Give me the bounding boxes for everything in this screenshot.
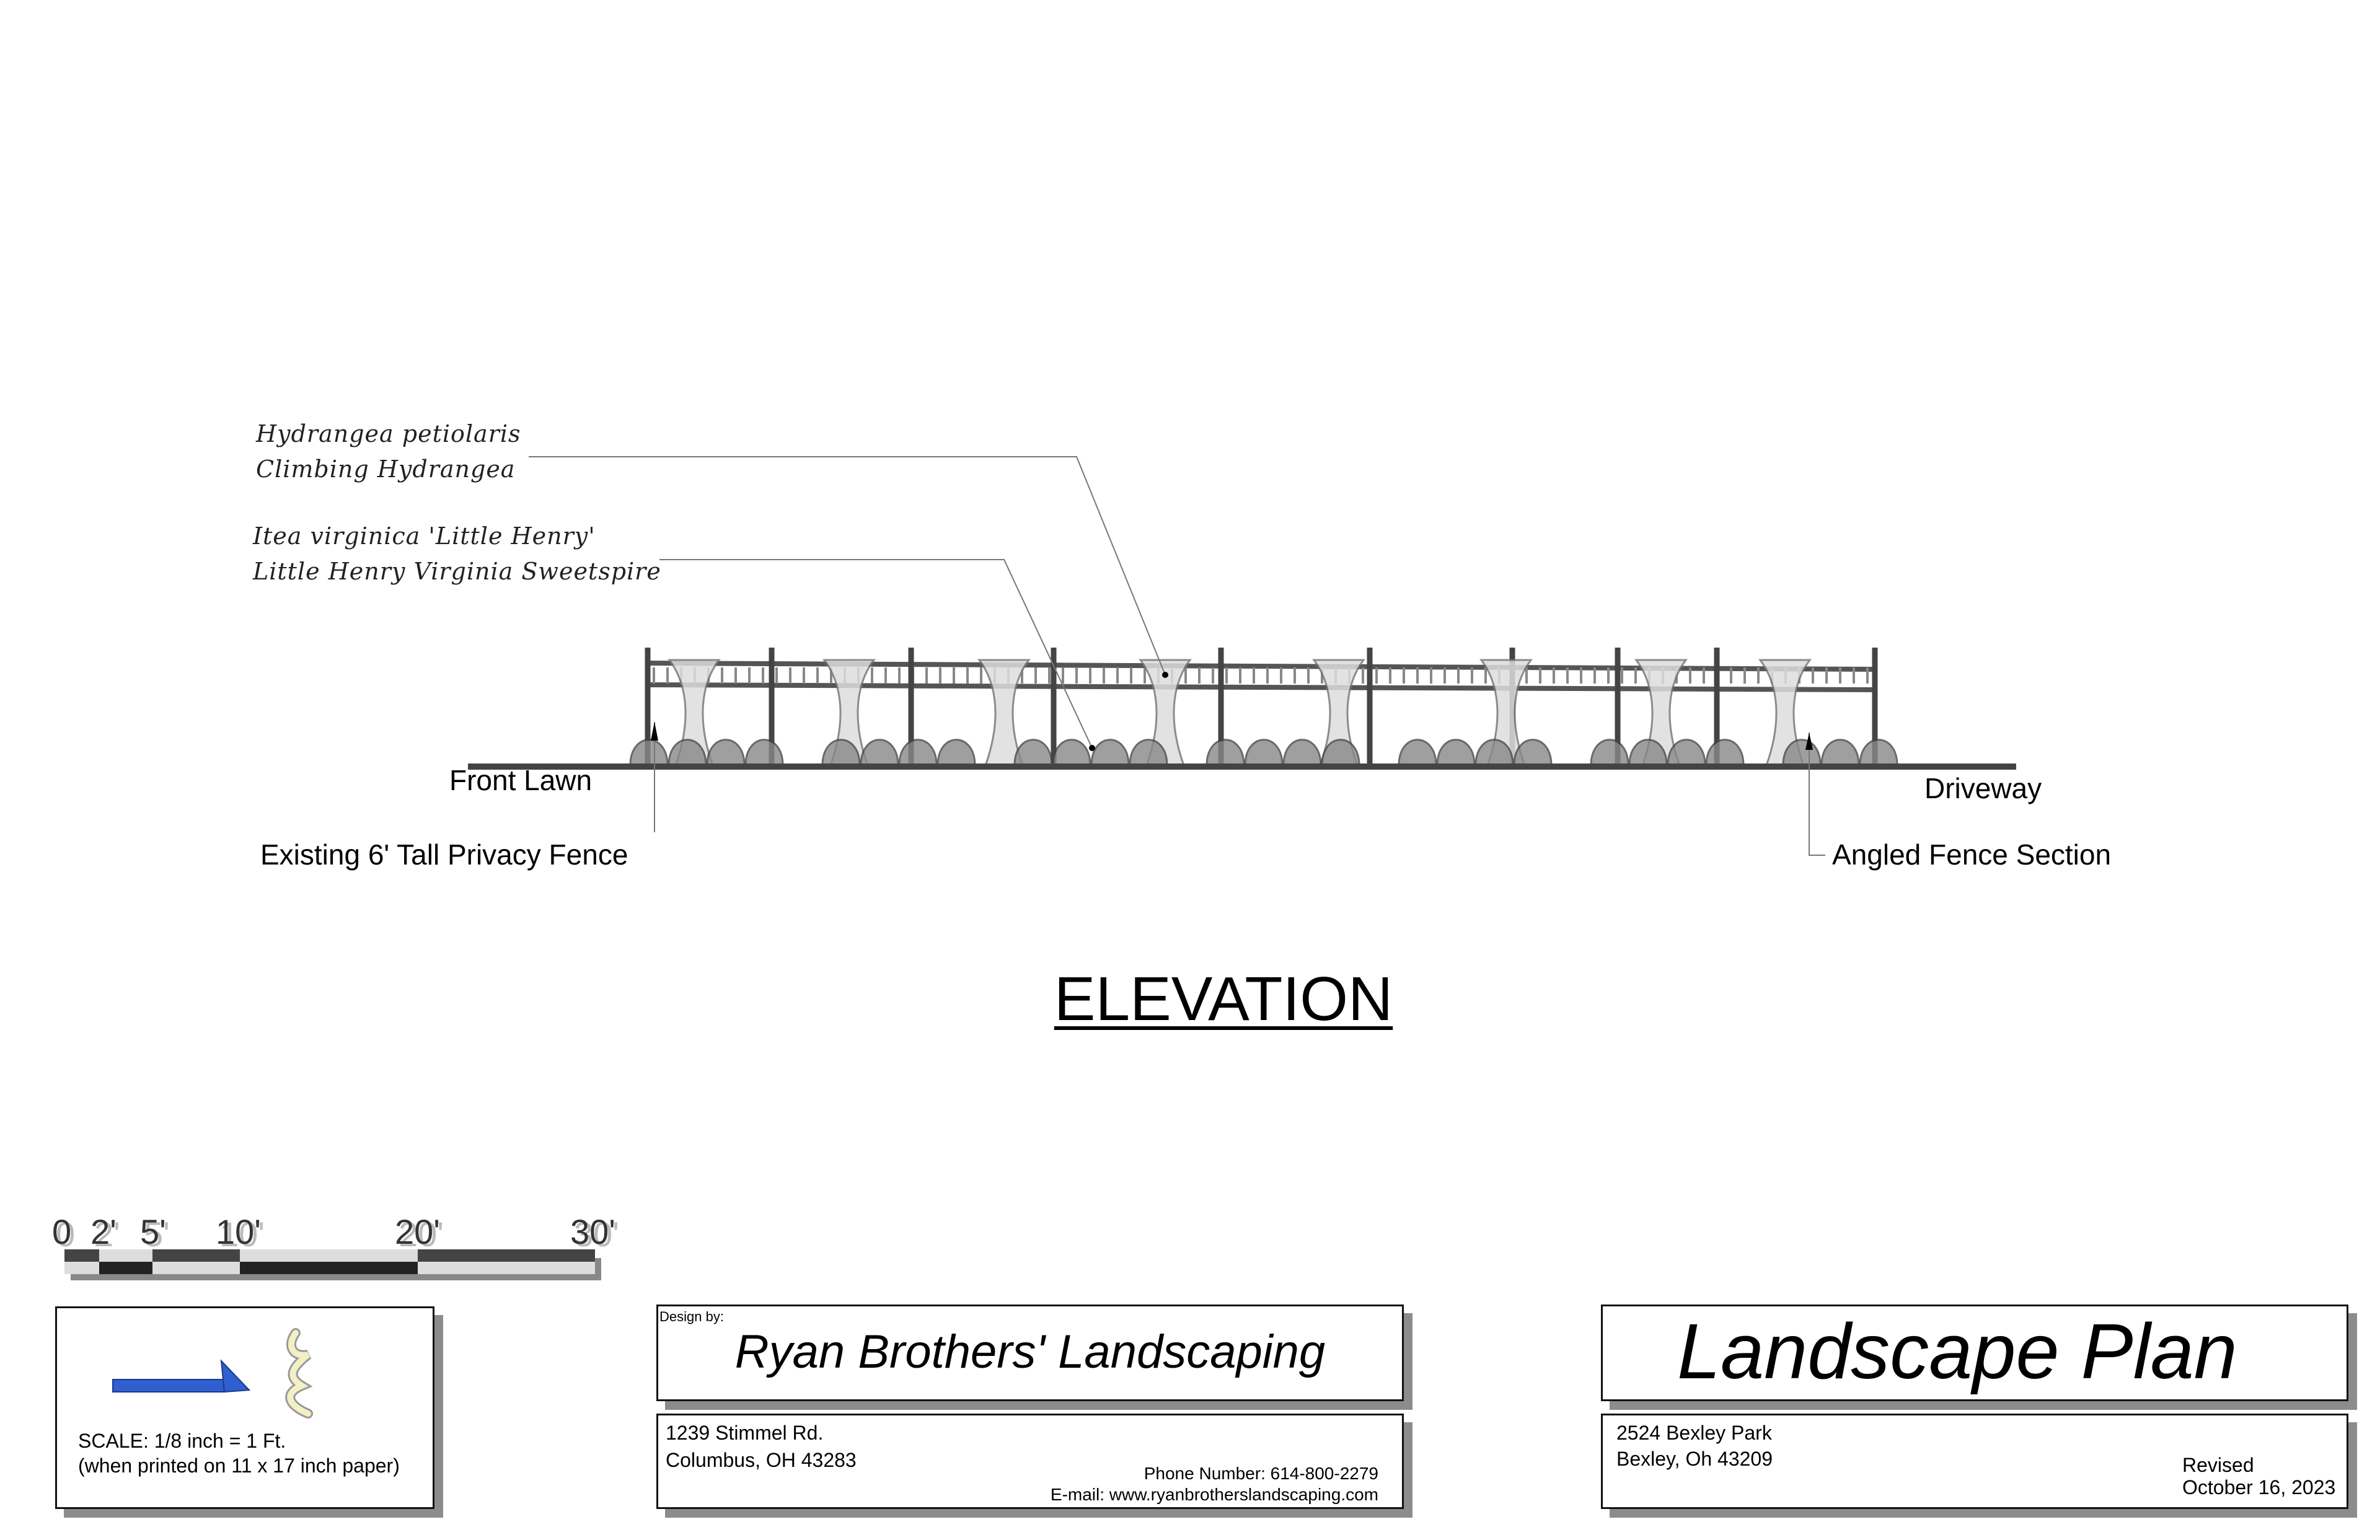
sweetspire-shrub <box>1667 739 1706 767</box>
site-address-line1: 2524 Bexley Park <box>1616 1422 1772 1444</box>
sweetspire-shrub <box>1244 739 1284 767</box>
sweetspire-shrub <box>937 739 976 767</box>
scale-bar <box>64 1249 601 1280</box>
scale-tick-label: 10' <box>216 1212 261 1251</box>
leader-arrow <box>1805 733 1813 750</box>
designer-email: E-mail: www.ryanbrotherslandscaping.com <box>1050 1485 1378 1504</box>
designer-phone: Phone Number: 614-800-2279 <box>1144 1464 1378 1483</box>
sweetspire-shrub <box>1474 739 1514 767</box>
leader-dot <box>1162 672 1168 678</box>
sweetspire-shrub <box>706 739 746 767</box>
designer-box: Design by: Ryan Brothers' Landscaping <box>656 1305 1404 1401</box>
plan-title: Landscape Plan <box>1677 1308 2237 1395</box>
sweetspire-shrub <box>1090 739 1130 767</box>
designer-address-line2: Columbus, OH 43283 <box>666 1449 857 1471</box>
hydrangea-botanical-name: Hydrangea petiolaris <box>256 420 521 447</box>
revised-date: October 16, 2023 <box>2182 1476 2336 1498</box>
scale-tick-label: 20' <box>395 1212 440 1251</box>
scale-text: SCALE: 1/8 inch = 1 Ft. <box>78 1430 286 1452</box>
sweetspire-shrub <box>1705 739 1745 767</box>
sweetspire-shrub <box>629 739 669 767</box>
sweetspire-shrub <box>1628 739 1668 767</box>
design-by-caption: Design by: <box>659 1309 724 1324</box>
site-address-line2: Bexley, Oh 43209 <box>1616 1448 1773 1470</box>
angled-fence-label: Angled Fence Section <box>1832 838 2112 871</box>
itea-botanical-name: Itea virginica 'Little Henry' <box>253 522 596 550</box>
revised-label: Revised <box>2182 1454 2254 1476</box>
existing-fence-label: Existing 6' Tall Privacy Fence <box>260 838 628 871</box>
sweetspire-shrub <box>1013 739 1053 767</box>
fence-rail <box>647 682 1875 692</box>
leader-arrow <box>651 722 658 741</box>
front-lawn-label: Front Lawn <box>449 764 593 796</box>
sweetspire-shrub <box>821 739 861 767</box>
sweetspire-shrub <box>1129 739 1168 767</box>
plantings <box>629 659 1898 767</box>
leader-angled-fence <box>1809 733 1825 856</box>
scale-tick-label: 0 <box>52 1212 72 1251</box>
plan-address-box: 2524 Bexley Park Bexley, Oh 43209 Revise… <box>1601 1414 2348 1509</box>
leader-dot <box>1089 745 1095 751</box>
sweetspire-shrub <box>860 739 899 767</box>
hydrangea-common-name: Climbing Hydrangea <box>256 455 516 483</box>
scale-box: SCALE: 1/8 inch = 1 Ft. (when printed on… <box>55 1306 434 1509</box>
plan-title-box: Landscape Plan <box>1601 1305 2348 1401</box>
sweetspire-shrub <box>1820 739 1860 767</box>
designer-contact-box: 1239 Stimmel Rd. Columbus, OH 43283 Phon… <box>656 1414 1404 1509</box>
north-arrow-icon <box>112 1328 313 1419</box>
sweetspire-shrub <box>1513 739 1553 767</box>
driveway-label: Driveway <box>1924 772 2042 804</box>
sweetspire-shrub <box>668 739 707 767</box>
sweetspire-shrub <box>898 739 938 767</box>
sweetspire-shrub <box>1282 739 1322 767</box>
scale-tick-label: 5' <box>140 1212 166 1251</box>
scale-tick-label: 2' <box>90 1212 117 1251</box>
sweetspire-shrub <box>1321 739 1360 767</box>
scale-tick-label: 30' <box>570 1212 615 1251</box>
sweetspire-shrub <box>1590 739 1629 767</box>
designer-address-line1: 1239 Stimmel Rd. <box>666 1422 824 1444</box>
drawing-title: ELEVATION <box>1054 964 1393 1034</box>
sweetspire-shrub <box>1436 739 1476 767</box>
designer-name: Ryan Brothers' Landscaping <box>734 1326 1326 1378</box>
leader-hydrangea <box>529 456 1166 675</box>
sweetspire-shrub <box>1859 739 1898 767</box>
sweetspire-shrub <box>1398 739 1437 767</box>
sweetspire-shrub <box>1052 739 1091 767</box>
leader-itea <box>659 559 1093 749</box>
scale-paper-note: (when printed on 11 x 17 inch paper) <box>78 1454 400 1477</box>
sweetspire-shrub <box>1205 739 1245 767</box>
sweetspire-shrub <box>744 739 784 767</box>
itea-common-name: Little Henry Virginia Sweetspire <box>253 558 661 585</box>
